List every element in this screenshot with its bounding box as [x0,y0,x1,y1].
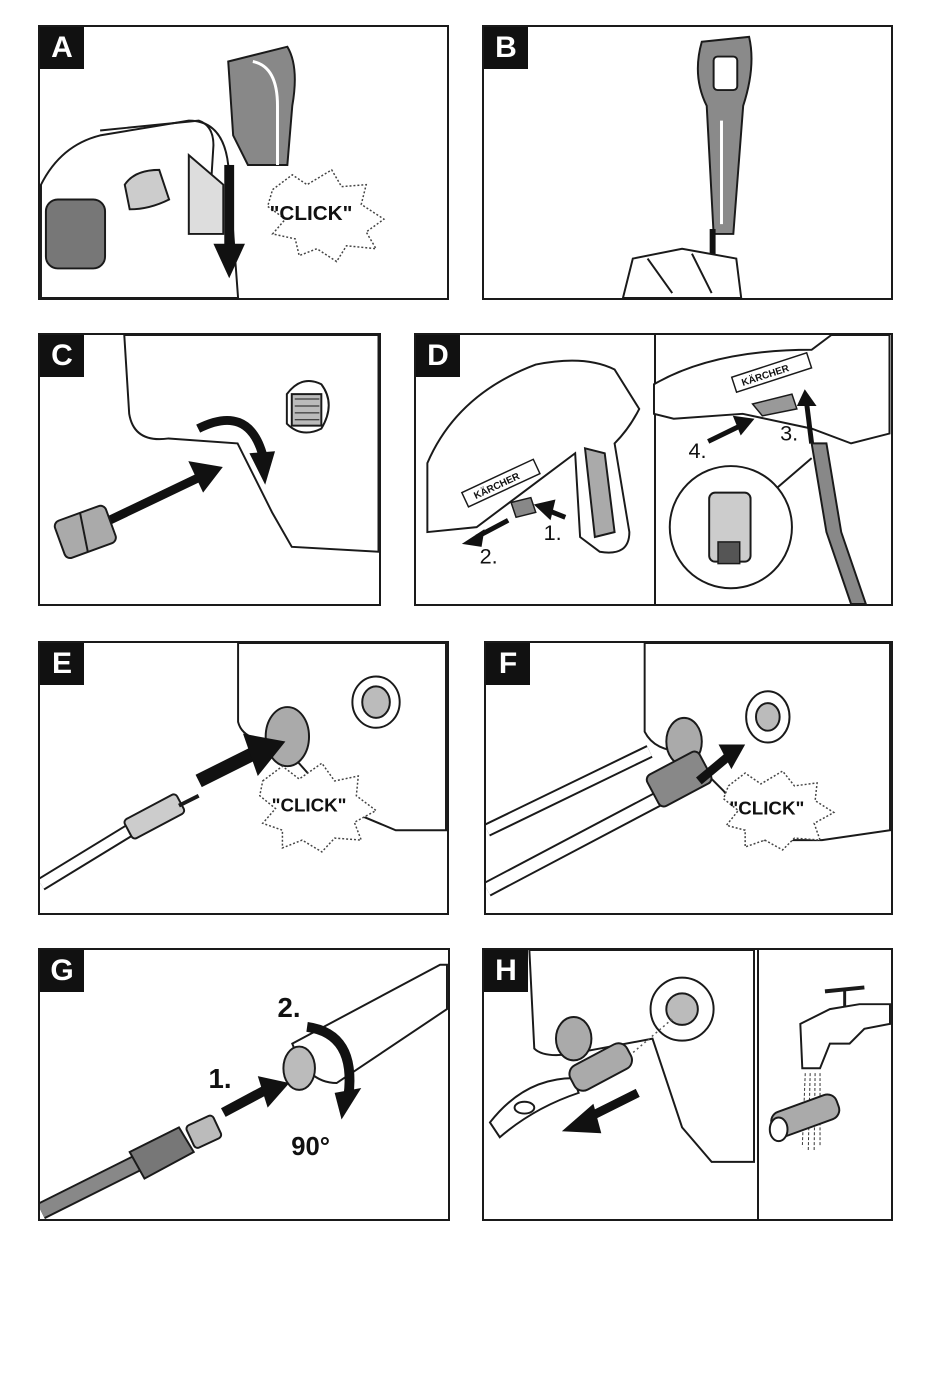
panel-e-letter: E [40,643,84,685]
panel-d-letter: D [416,335,460,377]
panel-d-illustration: KÄRCHER 1. 2. KÄRCHER 4. 3. [416,335,891,604]
panel-f-letter: F [486,643,530,685]
step-2-g: 2. [278,992,301,1023]
panel-e-illustration: "CLICK" [40,643,447,913]
step-1-d: 1. [544,520,562,545]
step-4-d: 4. [688,438,706,463]
click-label: "CLICK" [729,797,804,818]
panel-d: D KÄRCHER 1. 2. KÄRCHER 4. 3. [414,333,893,606]
angle-label: 90° [291,1133,330,1161]
panel-b-letter: B [484,27,528,69]
panel-g-illustration: 2. 90° 1. [40,950,448,1219]
panel-f-illustration: "CLICK" [486,643,891,913]
panel-a-illustration: "CLICK" [40,27,447,298]
panel-b: B [482,25,893,300]
panel-c: C [38,333,381,606]
click-label: "CLICK" [270,202,353,225]
panel-c-letter: C [40,335,84,377]
click-label: "CLICK" [272,795,347,816]
panel-c-illustration [40,335,379,604]
panel-h-letter: H [484,950,528,992]
panel-a-letter: A [40,27,84,69]
panel-e: E "CLICK" [38,641,449,915]
step-3-d: 3. [780,420,798,445]
panel-h: H [482,948,893,1221]
panel-f: F "CLICK" [484,641,893,915]
panel-a: A "CLICK" [38,25,449,300]
panel-g-letter: G [40,950,84,992]
step-1-g: 1. [209,1063,232,1094]
panel-g: G 2. 90° 1. [38,948,450,1221]
panel-b-illustration [484,27,891,298]
panel-h-illustration [484,950,891,1219]
step-2-d: 2. [480,544,498,569]
